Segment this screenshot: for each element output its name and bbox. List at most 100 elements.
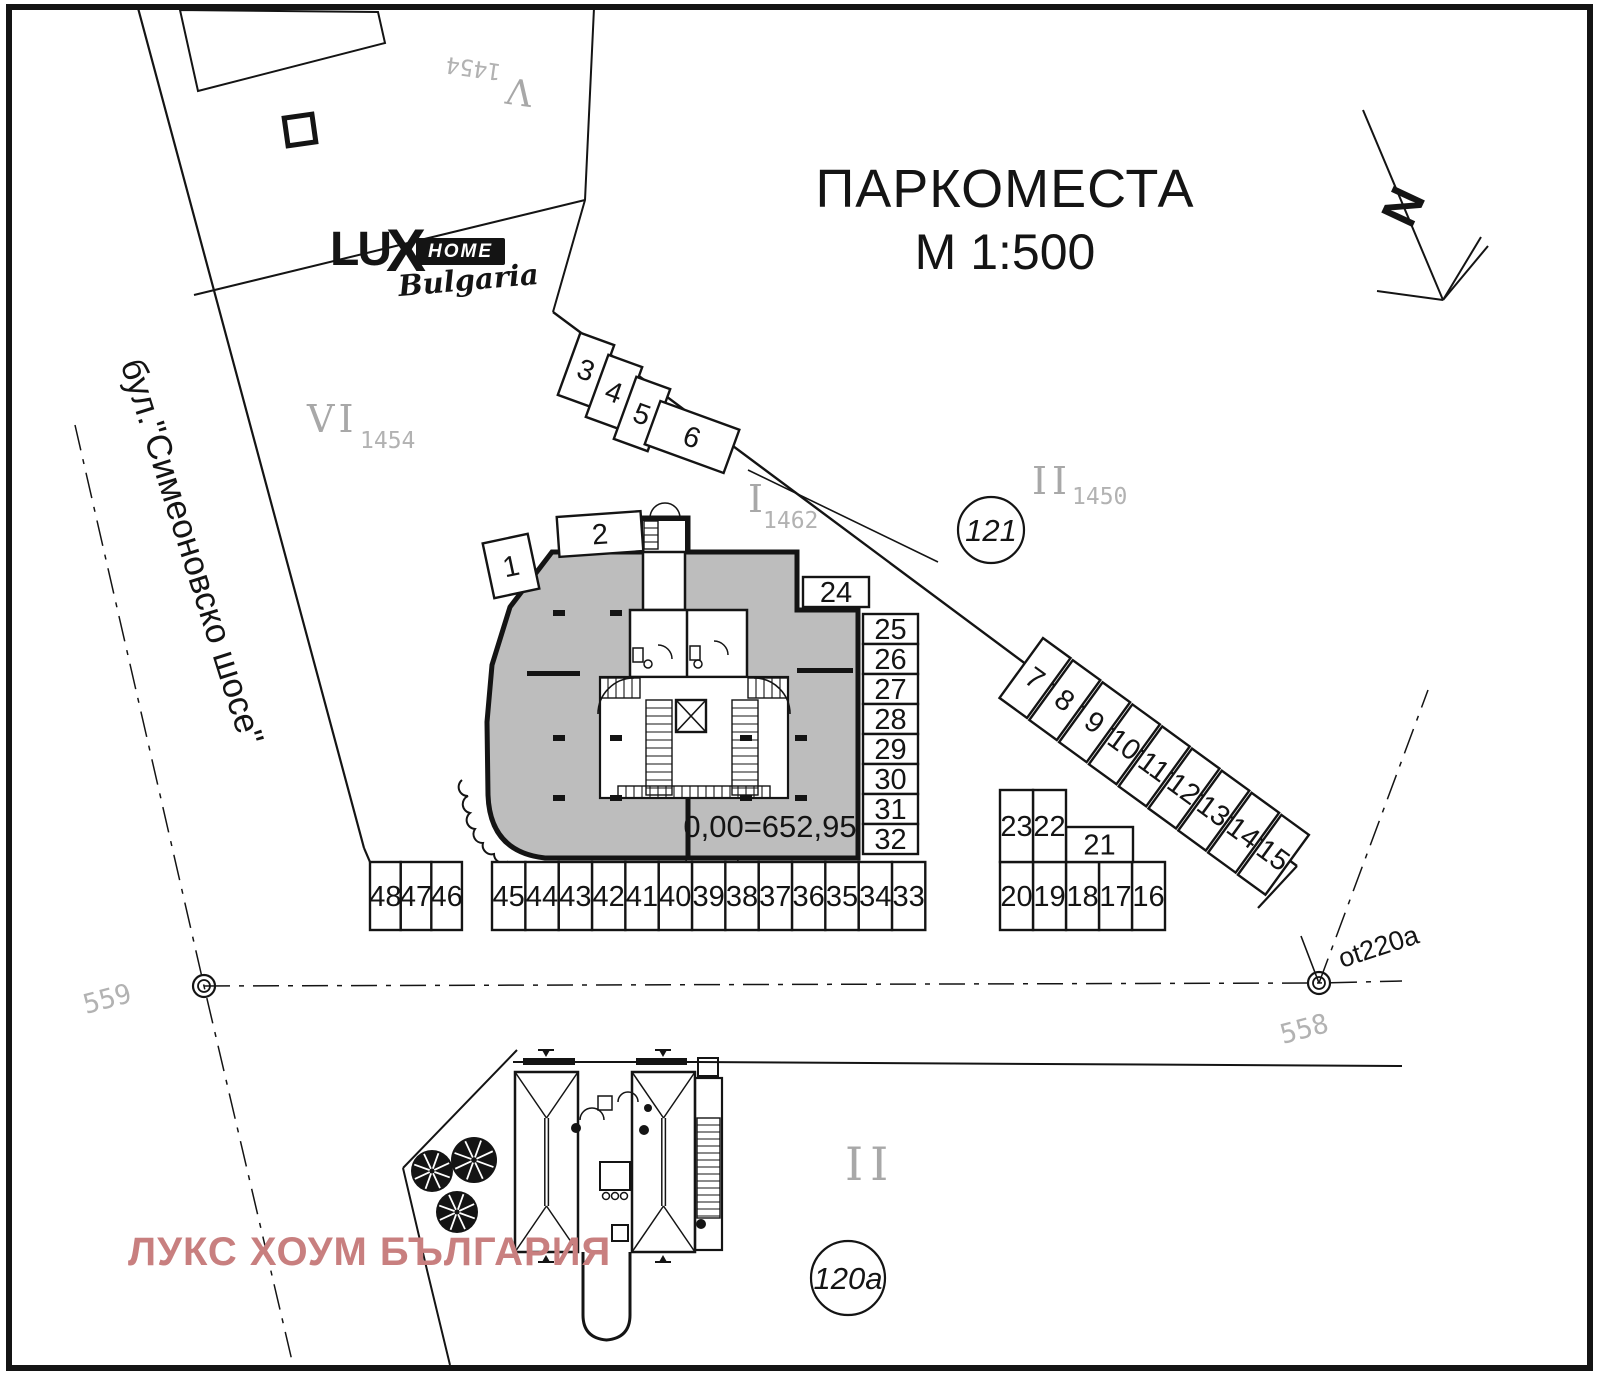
- parking-space-8: 8: [1027, 658, 1102, 742]
- parking-space-number: 41: [626, 881, 658, 913]
- horizontal-survey-line: [203, 980, 1403, 987]
- parking-space-number: 35: [826, 881, 858, 913]
- parking-space-number: 36: [793, 881, 825, 913]
- parking-space-19: 19: [1031, 860, 1068, 932]
- tree-symbol: [451, 1137, 497, 1183]
- parking-space-number: 16: [1132, 881, 1164, 913]
- roof-lines: [514, 1071, 696, 1253]
- survey-point-559: [191, 973, 217, 999]
- house-parcel-lower-boundary: [402, 1167, 451, 1366]
- parking-space-number: 22: [1033, 811, 1065, 843]
- plot-circle-120a: 120a: [809, 1239, 887, 1317]
- luxhome-logo: LU X HOME Bulgaria: [330, 220, 540, 303]
- parking-space-18: 18: [1064, 860, 1101, 932]
- parking-space-number: 37: [759, 881, 791, 913]
- svg-text:120a: 120a: [814, 1261, 883, 1296]
- parking-space-22: 22: [1031, 788, 1068, 864]
- parking-space-number: 43: [559, 881, 591, 913]
- parcel-vi-roman: VI: [306, 397, 357, 441]
- door-arc: [664, 502, 681, 519]
- parking-space-number: 42: [593, 881, 625, 913]
- tree-symbol: [436, 1191, 478, 1233]
- main-building: 0,00=652,95: [457, 502, 861, 885]
- parking-space-number: 20: [1000, 881, 1032, 913]
- parking-space-7: 7: [997, 636, 1073, 720]
- survey-label-558: 558: [1277, 1008, 1332, 1051]
- parking-space-number: 29: [874, 734, 906, 766]
- parking-space-45: 45: [490, 860, 527, 932]
- stair-core: [597, 675, 791, 800]
- parcel-v-label: V 1454: [444, 51, 536, 113]
- roof-vent-ticks: [538, 1049, 671, 1263]
- diagonal-survey-line: [1318, 689, 1429, 984]
- bathroom-block: [628, 608, 749, 679]
- building-elevation-label: 0,00=652,95: [683, 809, 856, 844]
- parking-space-43: 43: [557, 860, 594, 932]
- boundary-stub: [747, 469, 939, 563]
- parking-space-3: 3: [556, 331, 616, 409]
- stair-hatching: [599, 520, 789, 1219]
- parking-space-30: 30: [861, 762, 920, 796]
- parking-space-number: 39: [693, 881, 725, 913]
- parcel-divider-line: [193, 199, 586, 296]
- parking-space-1: 1: [481, 532, 541, 600]
- parking-space-number: 32: [874, 824, 906, 856]
- parking-space-42: 42: [590, 860, 627, 932]
- parking-space-number: 48: [369, 881, 401, 913]
- parking-space-27: 27: [861, 672, 920, 706]
- parking-space-24: 24: [801, 575, 871, 609]
- vestibule: [641, 519, 687, 553]
- parking-space-32: 32: [861, 822, 920, 856]
- door-arc: [649, 502, 666, 519]
- house-parcel-top-boundary: [694, 1061, 1403, 1067]
- parking-space-20: 20: [998, 860, 1035, 932]
- scale-text: М 1:500: [914, 224, 1096, 281]
- parcel-vi-number: 1454: [360, 428, 415, 454]
- parking-space-number: 28: [874, 704, 906, 736]
- parking-space-5: 5: [612, 375, 672, 453]
- house-stairwell: [693, 1076, 724, 1252]
- parking-space-number: 24: [820, 577, 852, 609]
- parcel-vi-right-boundary: [552, 7, 595, 313]
- parking-space-9: 9: [1057, 680, 1132, 764]
- parking-space-number: 45: [493, 881, 525, 913]
- parking-space-25: 25: [861, 612, 920, 646]
- survey-label-559: 559: [80, 978, 135, 1021]
- parking-space-number: 19: [1033, 881, 1065, 913]
- svg-text:V: V: [503, 68, 536, 112]
- parcel-i-number: 1462: [763, 508, 818, 534]
- north-arrow: N: [1362, 109, 1489, 301]
- parking-space-number: 30: [874, 764, 906, 796]
- parking-space-number: 18: [1066, 881, 1098, 913]
- parking-space-number: 33: [892, 881, 924, 913]
- parking-spaces: 1234567891011121314151617181920212223242…: [368, 331, 1311, 932]
- plot-circle-121: 121: [956, 495, 1026, 565]
- trees: [411, 1137, 497, 1233]
- drawing-frame: [6, 4, 1593, 1371]
- parcel-i-roman: I: [748, 477, 763, 521]
- parking-space-number: 26: [874, 644, 906, 676]
- parking-space-35: 35: [824, 860, 860, 932]
- house-west-wing: [513, 1070, 580, 1254]
- parking-space-number: 17: [1099, 881, 1131, 913]
- parking-space-34: 34: [857, 860, 894, 932]
- survey-point-ot220a: [1300, 935, 1332, 996]
- watermark-text: ЛУКС ХОУМ БЪЛГАРИЯ: [128, 1230, 612, 1274]
- parking-space-47: 47: [399, 860, 433, 932]
- parking-space-40: 40: [657, 860, 694, 932]
- parking-space-number: 1: [500, 550, 522, 585]
- north-arrow-label: N: [1370, 178, 1436, 234]
- parking-space-33: 33: [890, 860, 927, 932]
- lower-house: [513, 1049, 724, 1342]
- parking-space-number: 47: [400, 881, 432, 913]
- parcel-ii-upper-roman: II: [1032, 459, 1072, 503]
- drawing-title: ПАРКОМЕСТА М 1:500: [775, 158, 1235, 282]
- logo-home-text: HOME: [416, 238, 506, 265]
- svg-text:121: 121: [965, 513, 1017, 548]
- survey-label-ot220a: ot220a: [1335, 919, 1424, 973]
- logo-lux-text: LU: [330, 223, 392, 276]
- topleft-building-outline: [178, 8, 387, 93]
- parking-space-28: 28: [861, 702, 920, 736]
- parking-space-36: 36: [790, 860, 827, 932]
- street-edge-line: [136, 7, 366, 849]
